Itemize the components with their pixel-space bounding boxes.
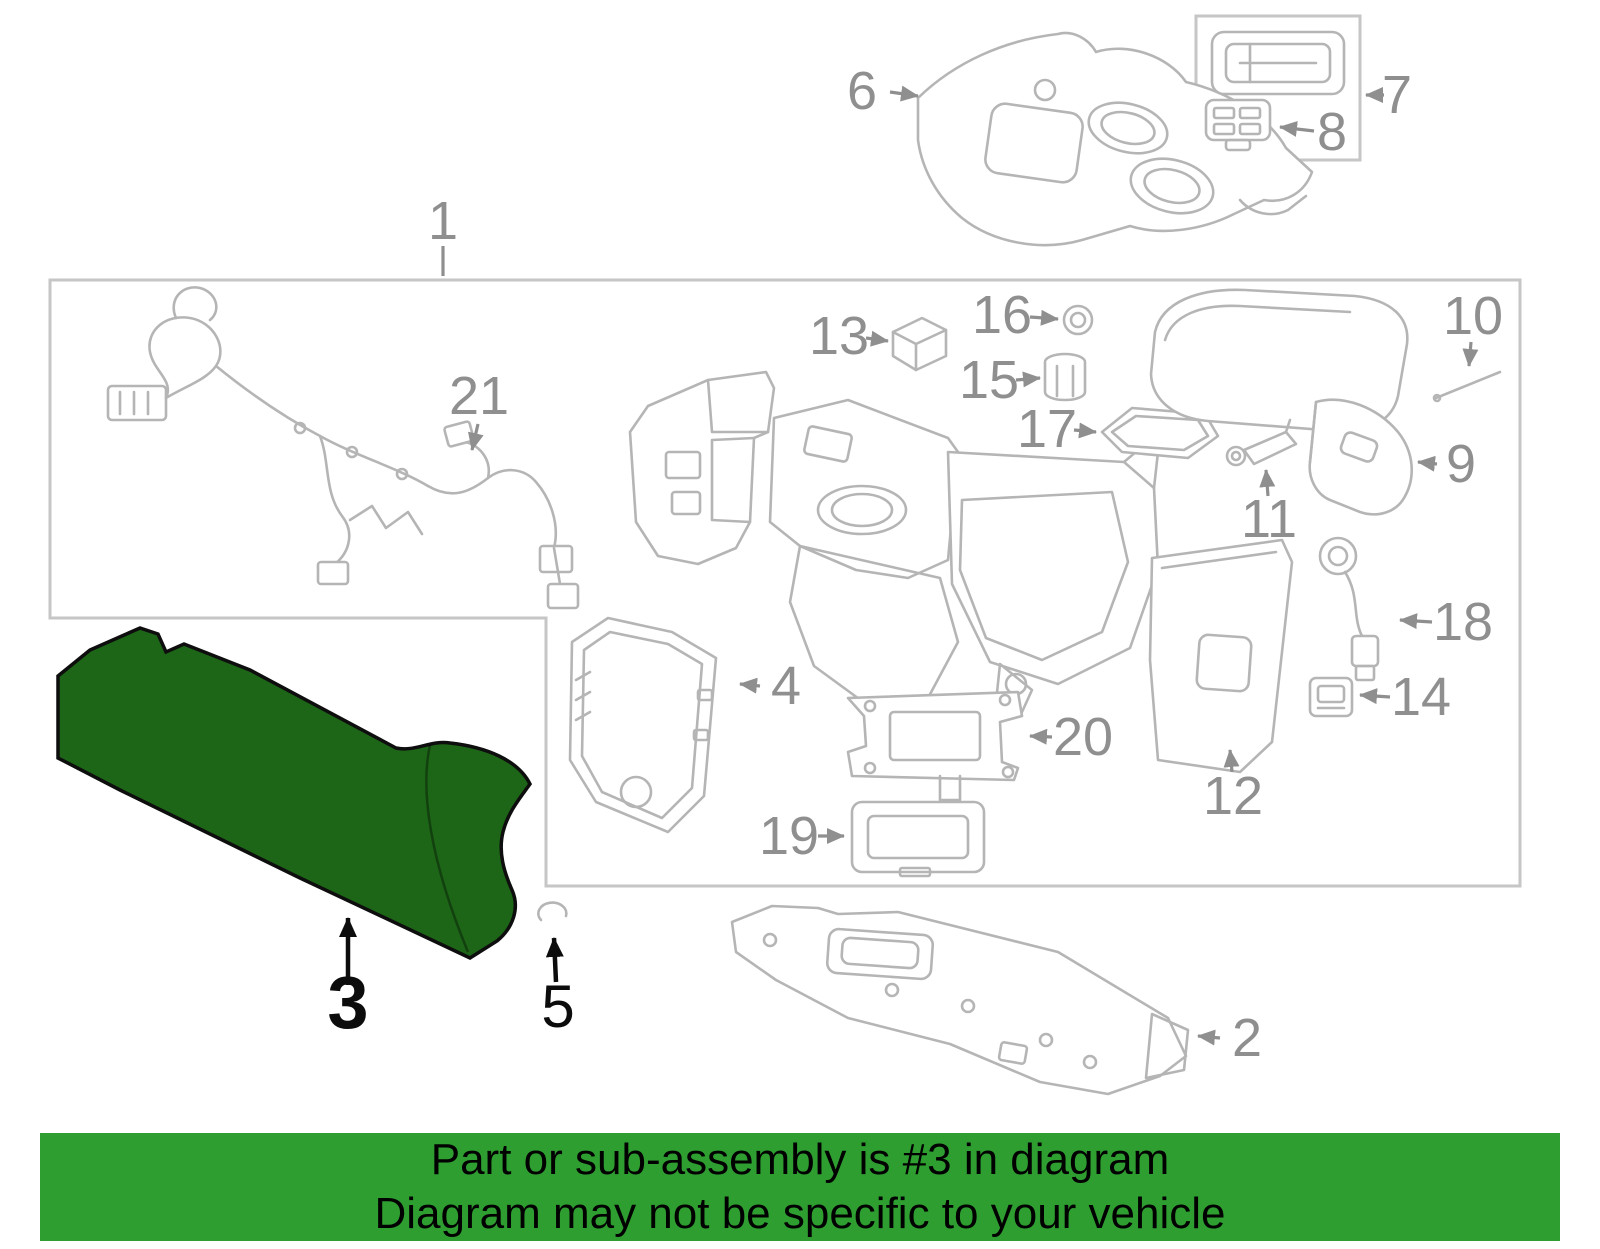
part-17-mat [1100, 406, 1220, 460]
callout-9: 9 [1445, 434, 1477, 494]
part-20-bracket [846, 690, 1024, 802]
part-console-body [628, 370, 1160, 714]
callout-8: 8 [1316, 102, 1348, 162]
part-2-floor-bracket [730, 904, 1190, 1096]
part-5-retainer [537, 901, 568, 922]
callout-10: 10 [1442, 286, 1504, 346]
part-7-bezel [1210, 30, 1346, 96]
callout-5: 5 [541, 973, 575, 1040]
highlight-banner: Part or sub-assembly is #3 in diagram Di… [40, 1133, 1560, 1241]
part-4-front-panel [568, 616, 718, 834]
callout-2: 2 [1231, 1008, 1263, 1068]
callout-17: 17 [1016, 399, 1078, 459]
callout-15: 15 [958, 350, 1020, 410]
callout-11: 11 [1240, 489, 1298, 549]
main-assembly-box [48, 278, 1522, 888]
part-19-module [850, 800, 986, 878]
part-6-top-trim [916, 31, 1314, 247]
callout-14: 14 [1390, 667, 1452, 727]
part-21-harness [106, 286, 580, 610]
part-13-connector [891, 316, 948, 372]
callout-16: 16 [971, 285, 1033, 345]
callout-7: 7 [1381, 65, 1413, 125]
part-16-cap [1062, 304, 1094, 336]
part-18-lamp-wire [1318, 536, 1380, 682]
banner-line-2: Diagram may not be specific to your vehi… [374, 1189, 1226, 1238]
part-3-highlighted-trim [56, 626, 533, 960]
part-8-switch [1204, 98, 1272, 152]
callout-1: 1 [427, 191, 459, 251]
callout-arrows [339, 85, 1479, 1046]
callout-20: 20 [1052, 707, 1114, 767]
part-10-pin [1432, 370, 1502, 403]
callout-3: 3 [327, 961, 369, 1044]
part-12-rear-panel [1148, 538, 1294, 774]
callout-21: 21 [448, 366, 510, 426]
part-3-contour [425, 744, 470, 953]
callout-13: 13 [808, 306, 870, 366]
banner-line-1: Part or sub-assembly is #3 in diagram [430, 1135, 1170, 1185]
callout-6: 6 [846, 61, 878, 121]
callout-18: 18 [1432, 592, 1494, 652]
callout-4: 4 [770, 656, 802, 716]
part-11-latch [1225, 418, 1298, 467]
part-armrest-lid [1149, 288, 1409, 433]
part-9-hinge-cover [1308, 398, 1414, 516]
part-3-shape [56, 626, 533, 960]
callout-12: 12 [1202, 766, 1264, 826]
callout-19: 19 [758, 806, 820, 866]
part-14-switch [1308, 676, 1354, 718]
part-15-outlet [1043, 352, 1087, 402]
